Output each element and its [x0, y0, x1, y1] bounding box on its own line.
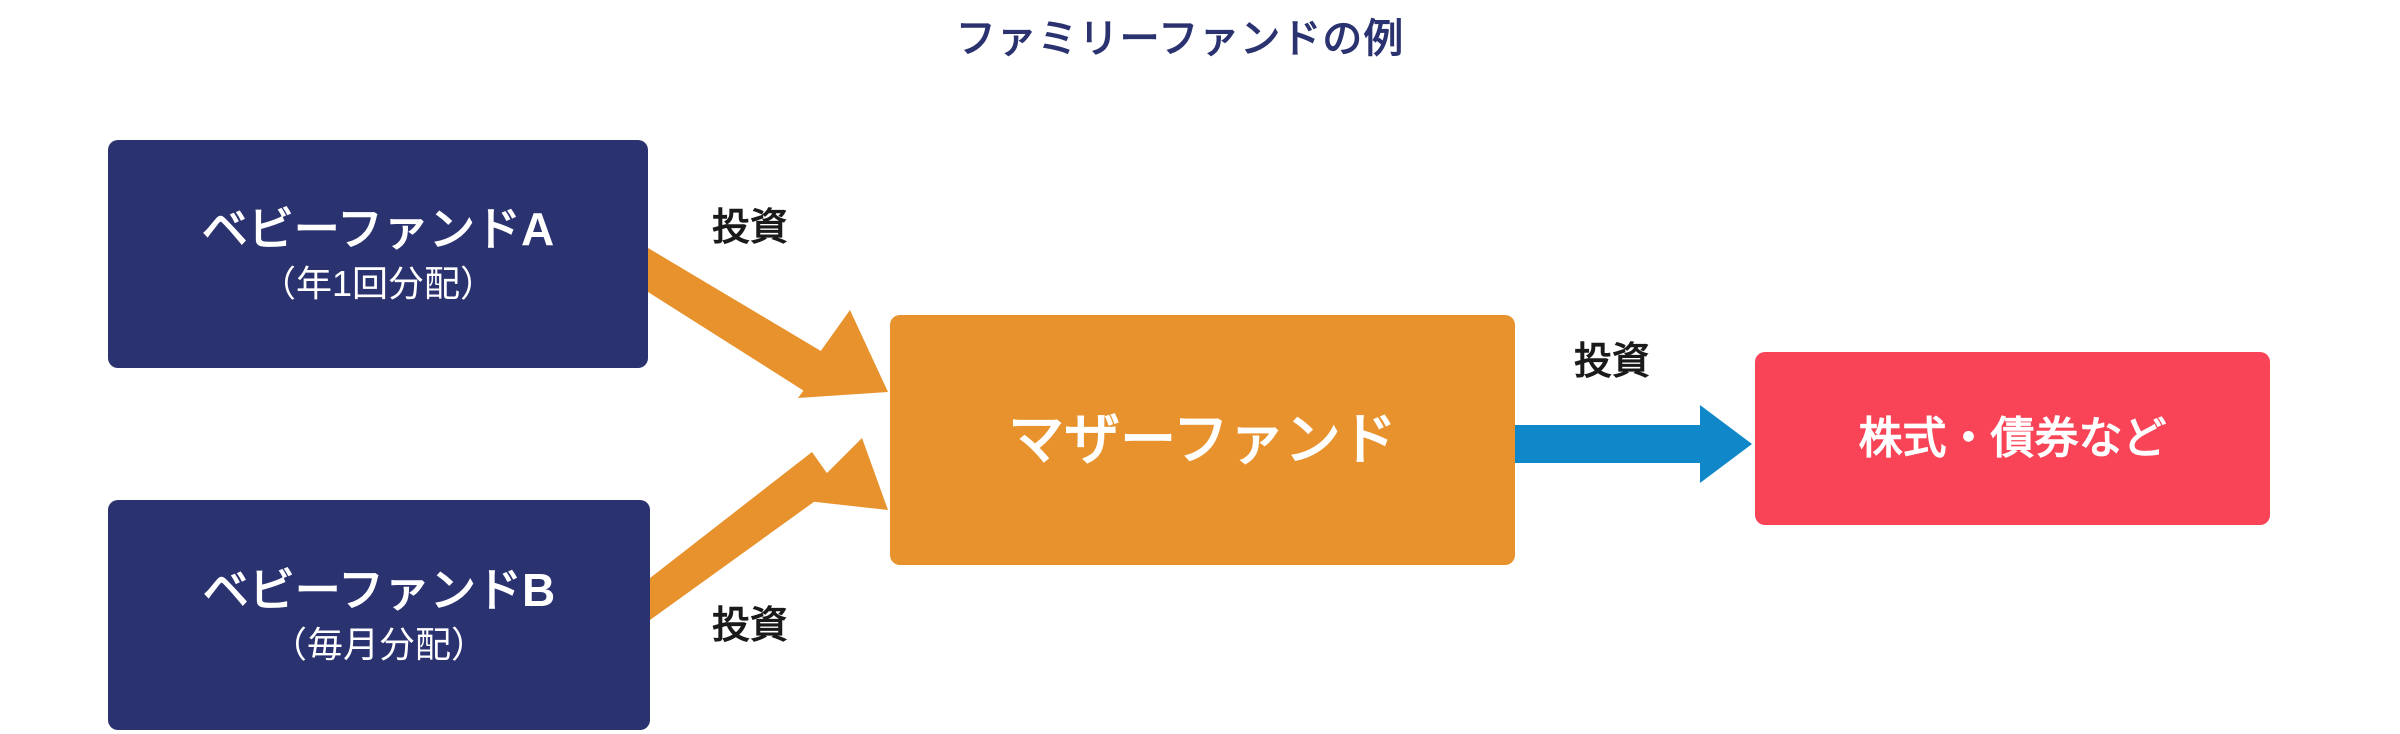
node-mother-fund-title: マザーファンド	[1008, 407, 1397, 471]
node-baby-fund-b-subtitle: （毎月分配）	[270, 623, 487, 665]
node-mother-fund[interactable]: マザーファンド	[890, 315, 1515, 565]
node-assets-title: 株式・債券など	[1858, 413, 2167, 463]
node-baby-fund-b-title: ベビーファンドB	[202, 564, 556, 617]
node-baby-fund-a-title: ベビーファンドA	[201, 203, 555, 256]
node-baby-fund-a[interactable]: ベビーファンドA （年1回分配）	[108, 140, 648, 368]
arrow-mother-to-assets	[1515, 405, 1752, 483]
arrow-baby-a-to-mother	[648, 248, 888, 398]
edge-label-baby-b-to-mother: 投資	[712, 605, 789, 647]
node-baby-fund-b[interactable]: ベビーファンドB （毎月分配）	[108, 500, 650, 730]
arrow-baby-b-to-mother	[650, 438, 888, 620]
edge-label-mother-to-assets: 投資	[1574, 341, 1651, 383]
page-title: ファミリーファンドの例	[955, 17, 1405, 61]
node-baby-fund-a-subtitle: （年1回分配）	[259, 262, 497, 304]
edge-label-baby-a-to-mother: 投資	[712, 207, 789, 249]
node-assets[interactable]: 株式・債券など	[1755, 352, 2270, 525]
